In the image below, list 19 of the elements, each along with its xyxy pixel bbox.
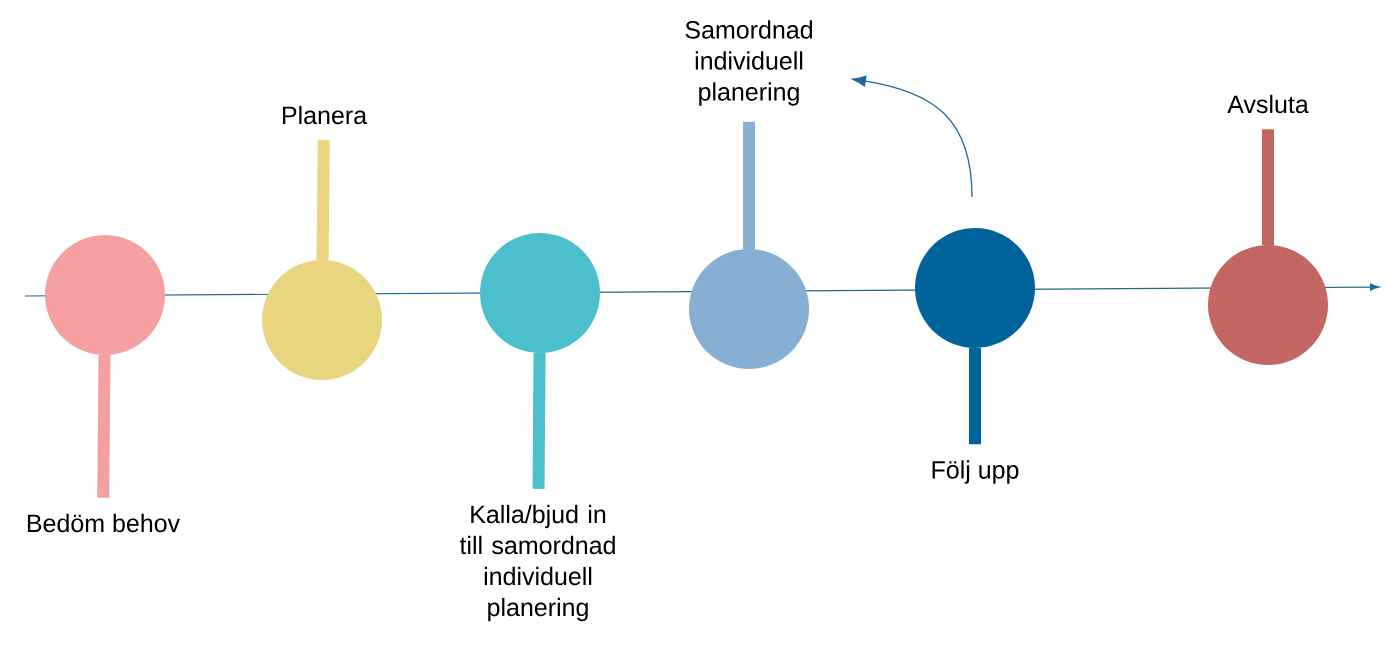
step-circle: [480, 233, 600, 353]
step-circle: [262, 260, 382, 380]
step-label: Bedöm behov: [27, 513, 180, 533]
stem-line: [532, 352, 546, 489]
stem-line: [316, 140, 330, 261]
stem-line: [1262, 129, 1274, 245]
step-label: Kalla/bjud in till samordnad individuell planering: [459, 504, 615, 622]
step-label: Planera: [283, 105, 368, 125]
stem-line: [743, 121, 755, 249]
step-circle: [915, 228, 1035, 348]
step-circle: [689, 249, 809, 369]
stem-line: [969, 348, 981, 445]
curved-arrow: [852, 75, 973, 198]
step-label: Avsluta: [1227, 94, 1309, 114]
step-circle: [45, 235, 165, 355]
step-label: Följ upp: [932, 460, 1019, 484]
step-circle: [1208, 245, 1328, 365]
stem-line: [97, 354, 111, 498]
step-label: Samordnad individuell planering: [685, 20, 812, 106]
